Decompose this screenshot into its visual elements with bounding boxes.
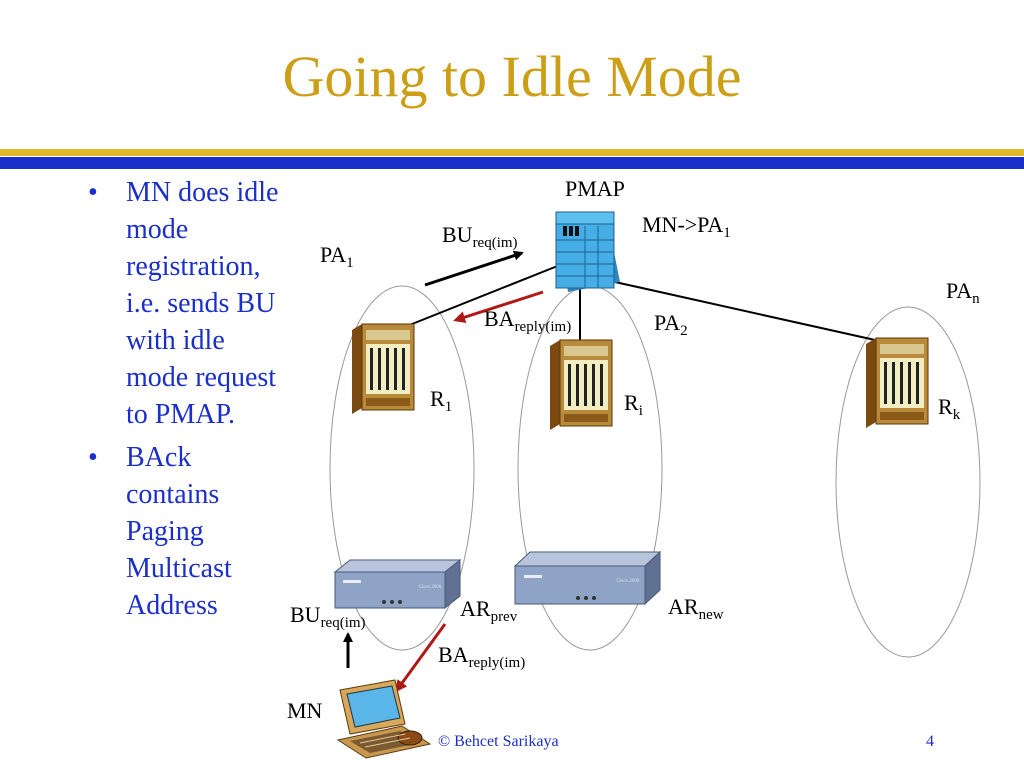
ba-reply-arrow xyxy=(453,290,544,323)
router-r1 xyxy=(352,323,415,414)
bullet-line: MN does idle xyxy=(126,177,279,208)
bullet-line: Paging xyxy=(126,516,204,547)
ba-reply-label: BAreply(im) xyxy=(484,306,572,335)
bullet-line: mode request xyxy=(126,362,277,393)
ba-reply-bottom-label: BAreply(im) xyxy=(438,642,526,671)
pmap-label: PMAP xyxy=(565,176,625,201)
router-brand-label: Cisco 2000 xyxy=(617,579,640,584)
bullet-line: BAck xyxy=(126,442,192,473)
bullet-line: i.e. sends BU xyxy=(126,288,276,319)
ar-prev-label: ARprev xyxy=(460,596,518,625)
mn-pa-label: MN->PA1 xyxy=(642,212,731,241)
mobile-node-laptop xyxy=(336,679,432,759)
ri-label: Ri xyxy=(624,390,643,419)
bullet-list: MN does idle mode registration, i.e. sen… xyxy=(88,174,328,630)
bullet-line: with idle xyxy=(126,325,225,356)
bullet-line: registration, xyxy=(126,251,261,282)
mn-label: MN xyxy=(287,698,323,723)
pmap-device xyxy=(555,211,620,292)
title-divider-blue xyxy=(0,157,1024,169)
bullet-item-2: BAck contains Paging Multicast Address xyxy=(88,439,328,624)
bullet-line: to PMAP. xyxy=(126,399,235,430)
title-divider-gold xyxy=(0,149,1024,156)
bu-request-arrow xyxy=(424,250,524,287)
bullet-line: Multicast xyxy=(126,553,232,584)
bullet-line: contains xyxy=(126,479,220,510)
link-pmap-rk xyxy=(614,281,876,341)
pa2-label: PA2 xyxy=(654,310,688,339)
bu-request-bottom-label: BUreq(im) xyxy=(290,602,366,631)
pa1-label: PA1 xyxy=(320,242,354,271)
bullet-item-1: MN does idle mode registration, i.e. sen… xyxy=(88,174,328,433)
ba-reply-arrow-bottom xyxy=(395,623,447,693)
ar-new-label: ARnew xyxy=(668,594,724,623)
pan-label: PAn xyxy=(946,278,980,307)
router-brand-label: Cisco 2000 xyxy=(419,585,442,590)
access-router-prev: Cisco 2000 xyxy=(333,558,462,610)
paging-area-n-ellipse xyxy=(835,306,981,658)
r1-label: R1 xyxy=(430,386,453,415)
bullet-line: Address xyxy=(126,590,218,621)
bu-request-label: BUreq(im) xyxy=(442,222,518,251)
router-ri xyxy=(550,339,613,430)
router-rk xyxy=(866,337,929,428)
slide-title: Going to Idle Mode xyxy=(282,44,742,109)
bullet-line: mode xyxy=(126,214,189,245)
paging-area-1-ellipse xyxy=(329,285,475,651)
footer-page-number: 4 xyxy=(926,733,934,750)
access-router-new: Cisco 2000 xyxy=(513,550,662,606)
rk-label: Rk xyxy=(938,394,961,423)
footer-author: © Behcet Sarikaya xyxy=(438,733,559,750)
